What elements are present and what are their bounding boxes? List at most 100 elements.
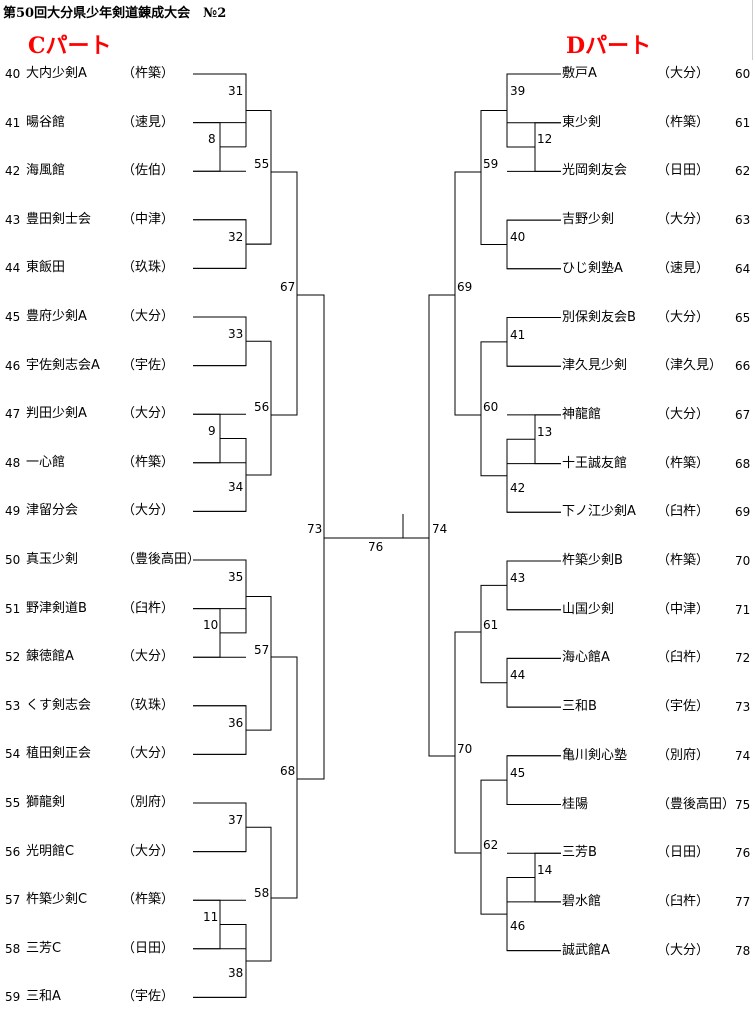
match-number: 57 [254,643,270,657]
bracket-line [193,705,247,755]
part-c-heading: Cパート [28,33,112,59]
team-prefecture: （大分） [657,309,710,325]
bracket-line [506,877,561,952]
team-prefecture: （宇佐） [657,699,710,715]
team-name: 豊田剣士会 [26,211,92,227]
team-name: 東少剣 [562,114,602,130]
team-number: 55 [5,796,21,810]
team-name: 宇佐剣志会A [26,357,100,373]
team-prefecture: （大分） [122,746,175,762]
team-prefecture: （杵築） [657,455,710,471]
team-number: 73 [735,700,751,715]
match-number: 10 [203,617,219,632]
team-name: 判田少剣A [26,406,87,422]
bracket-line [193,219,247,269]
bracket-line [246,340,272,476]
team-name: 杵築少剣C [26,892,88,908]
team-name: ひじ剣塾A [562,260,623,276]
team-name: 津久見少剣 [562,358,628,374]
team-number: 74 [735,748,751,763]
team-name: 錬徳館A [26,649,74,665]
team-name: くす剣志会 [26,697,92,713]
team-number: 63 [735,213,751,228]
team-name: 吉野少剣 [562,212,615,228]
bracket-line [480,779,507,915]
bracket-line [193,122,221,172]
team-name: 三芳B [562,845,597,861]
bracket-line [534,414,561,465]
team-prefecture: （玖珠） [122,697,175,713]
match-number: 61 [483,618,499,632]
bracket-line [193,413,221,464]
bracket-line [428,294,455,757]
team-number: 44 [5,261,21,276]
bracket-line [193,899,221,950]
team-number: 52 [5,650,21,665]
match-number: 34 [228,479,244,494]
team-prefecture: （臼杵） [657,893,710,909]
match-number: 31 [228,84,244,98]
team-number: 60 [735,67,751,81]
team-prefecture: （中津） [122,211,175,227]
team-prefecture: （津久見） [657,358,723,374]
team-prefecture: （日田） [122,940,175,956]
team-prefecture: （宇佐） [122,357,175,373]
match-number: 12 [537,132,553,147]
team-prefecture: （日田） [657,163,710,179]
team-name: 杵築少剣B [562,553,623,568]
team-number: 61 [735,115,751,130]
team-prefecture: （大分） [122,503,175,519]
team-prefecture: （大分） [657,942,710,958]
team-number: 57 [5,893,21,908]
part-d-heading: Dパート [566,33,652,59]
match-number: 44 [510,668,526,683]
team-name: 野津剣道B [26,600,87,616]
team-name: 碧水館 [562,893,602,909]
team-number: 43 [5,212,21,227]
match-number: 73 [307,522,323,536]
team-prefecture: （臼杵） [657,650,710,666]
team-name: 真玉少剣 [26,552,79,567]
team-prefecture: （大分） [657,406,710,422]
team-prefecture: （速見） [657,260,710,276]
bracket-line [506,657,561,708]
team-number: 54 [5,747,21,762]
match-number: 74 [432,522,448,536]
team-number: 48 [5,455,21,470]
team-number: 40 [5,67,21,81]
bracket-line [480,110,507,245]
team-prefecture: （杵築） [657,114,710,130]
team-number: 53 [5,698,21,713]
match-number: 8 [208,131,216,146]
team-name: 光明館C [26,843,75,859]
team-prefecture: （大分） [122,406,175,422]
team-name: 三芳C [26,940,62,956]
team-name: 東飯田 [26,260,66,276]
team-number: 75 [735,797,751,812]
match-number: 13 [537,424,553,439]
team-prefecture: （中津） [657,601,710,617]
team-prefecture: （玖珠） [122,260,175,276]
team-number: 78 [735,943,751,958]
team-name: 山国少剣 [562,601,615,617]
bracket-line [534,852,561,903]
team-name: 津留分会 [26,503,79,519]
match-number: 9 [208,424,216,439]
team-prefecture: （臼杵） [122,600,175,616]
team-name: 敷戸A [562,66,597,81]
team-prefecture: （宇佐） [122,989,175,1005]
team-number: 70 [735,554,751,568]
team-name: 別保剣友会B [562,309,636,325]
match-number: 70 [457,742,473,756]
team-prefecture: （別府） [122,795,175,810]
team-name: 海心館A [562,650,610,666]
match-number: 45 [510,765,526,780]
match-number: 68 [280,764,296,778]
team-prefecture: （豊後高田） [122,552,201,567]
team-name: 三和A [26,989,61,1005]
team-number: 65 [735,310,751,325]
match-number: 56 [254,400,270,414]
team-number: 77 [735,894,751,909]
team-name: 光岡剣友会 [562,163,628,179]
